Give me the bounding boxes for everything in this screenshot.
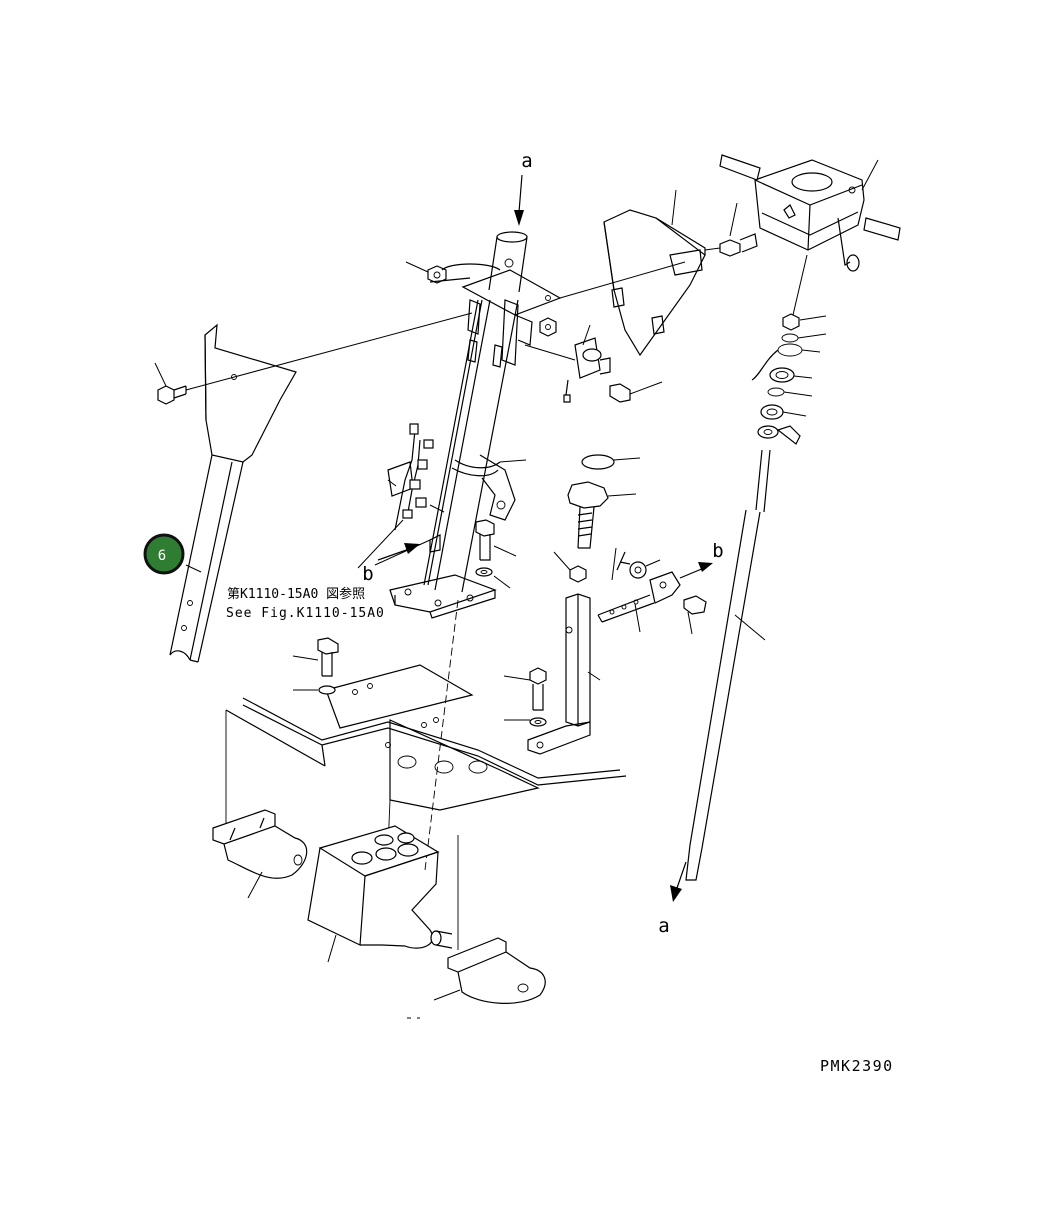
arrow-b-left — [377, 543, 420, 561]
clevis-assembly — [597, 547, 707, 635]
figure-reference-ja: 第K1110-15A0 図参照 — [227, 586, 365, 602]
arrow-b-right — [679, 562, 713, 579]
drawing-code: PMK2390 — [820, 1057, 894, 1075]
arrow-a-bottom — [670, 861, 687, 902]
figure-reference-en: See Fig.K1110-15A0 — [226, 606, 385, 621]
column-switch — [524, 261, 686, 403]
lower-bracket-right — [407, 930, 546, 1019]
control-knob — [553, 454, 641, 583]
callout-6-circle — [143, 533, 185, 575]
steering-column — [389, 231, 562, 619]
arrow-a-top — [514, 174, 524, 226]
rod-hardware — [751, 313, 827, 445]
column-cover — [169, 323, 297, 663]
ref-label-a-bottom: a — [658, 915, 669, 937]
stand-post — [503, 593, 601, 755]
lower-bracket-left — [212, 809, 308, 899]
ref-label-b-right: b — [712, 540, 723, 562]
upper-bracket — [603, 189, 706, 357]
shift-lever-unit — [719, 154, 901, 316]
ref-label-a-top: a — [521, 150, 532, 172]
bracket-bolt — [704, 202, 758, 257]
column-nut — [539, 317, 557, 337]
bolt-left — [154, 312, 473, 405]
callout-6[interactable]: 6 — [143, 533, 202, 575]
valve-block — [307, 825, 440, 963]
screw-switch — [609, 381, 663, 403]
ref-label-b-left: b — [362, 563, 373, 585]
column-bolt — [475, 459, 527, 589]
wiring-harness — [357, 423, 445, 569]
floor-plate — [225, 637, 627, 811]
callout-6-number: 6 — [158, 548, 166, 564]
shift-rod — [685, 449, 771, 881]
upper-nut — [405, 261, 447, 284]
